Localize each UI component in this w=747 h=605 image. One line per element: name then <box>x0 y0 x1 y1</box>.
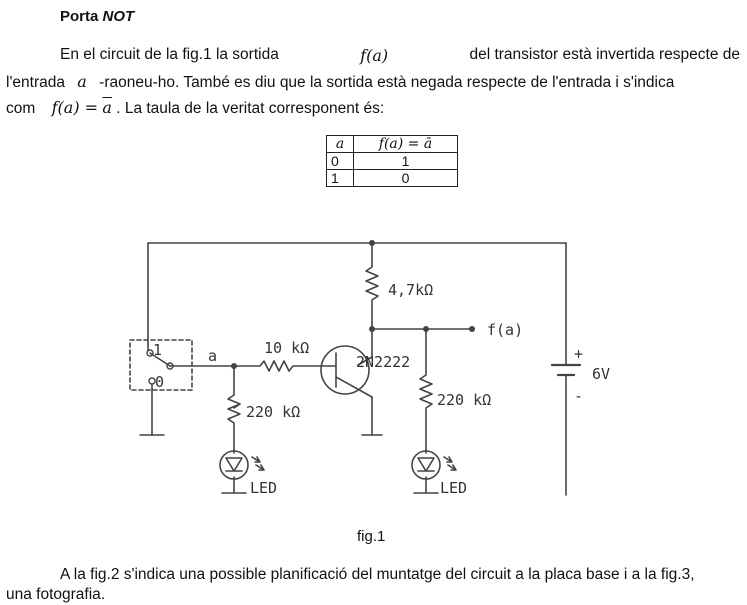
collector-resistor <box>365 242 379 330</box>
base-resistor-10k <box>169 360 337 372</box>
para2-line1: A la fig.2 s'indica una possible planifi… <box>60 566 695 583</box>
truth-header-fa-text: f(a) = ā <box>378 136 433 152</box>
led-right-label: LED <box>440 479 467 497</box>
switch-contact-1 <box>146 349 154 357</box>
switch-position-0-label: 0 <box>155 373 164 391</box>
led-left-emission-icon <box>251 456 265 471</box>
supply-voltage-label: 6V <box>592 365 610 383</box>
not-gate-circuit: 4,7kΩ f(a) 10 kΩ 2N2222 a 1 0 220 kΩ 220… <box>129 240 610 497</box>
switch-contact-0 <box>148 377 156 385</box>
para1-l1-math: f(a) <box>360 46 389 65</box>
led-left-label: LED <box>250 479 277 497</box>
table-row: 0 1 <box>326 152 458 170</box>
table-row: 1 0 <box>326 169 458 187</box>
title-prefix: Porta <box>60 8 103 25</box>
input-label: a <box>208 347 217 365</box>
truth-cell: 1 <box>353 152 458 170</box>
junction-dot <box>369 326 375 332</box>
para1-l2-text-b: -raoneu-ho. També es diu que la sortida … <box>99 74 675 91</box>
output-resistor-label: 220 kΩ <box>437 391 491 409</box>
para1-line1: En el circuit de la fig.1 la sortida f(a… <box>60 46 740 65</box>
truth-cell: 0 <box>326 152 354 170</box>
para1-l1-text-a: En el circuit de la fig.1 la sortida <box>60 46 279 63</box>
para1-l2-text-a: l'entrada <box>6 74 65 91</box>
switch-box <box>129 339 193 391</box>
figure-caption: fig.1 <box>357 528 386 545</box>
para1-line2: l'entrada a -raoneu-ho. També es diu que… <box>6 72 674 92</box>
battery-plus-sign: + <box>574 345 583 363</box>
truth-header-fa: f(a) = ā <box>353 135 458 153</box>
collector-lead <box>357 328 373 366</box>
transistor-2n2222-body <box>320 345 370 395</box>
para1-line3: com f(a) = a . La taula de la veritat co… <box>6 98 384 118</box>
switch-common-contact <box>166 362 174 370</box>
truth-header-a: a <box>326 135 354 153</box>
led-left-body <box>219 450 249 480</box>
para1-l1-text-b: del transistor està invertida respecte d… <box>469 46 740 63</box>
para1-l3-math-lhs: f(a) = <box>51 98 99 117</box>
truth-cell: 1 <box>326 169 354 187</box>
title-emphasis: NOT <box>102 8 135 25</box>
truth-table: a f(a) = ā 0 1 1 0 <box>326 135 458 187</box>
switch-blade <box>149 352 171 367</box>
led-right-diode <box>417 457 435 472</box>
output-terminal-dot <box>469 326 475 332</box>
output-resistor-220k <box>419 328 433 454</box>
section-title: Porta NOT <box>60 8 134 25</box>
battery-minus-sign: - <box>574 387 583 405</box>
input-resistor-label: 220 kΩ <box>246 403 300 421</box>
transistor-label: 2N2222 <box>356 353 410 371</box>
switch-position-1-label: 1 <box>153 341 162 359</box>
para1-l3-text-a: com <box>6 100 36 117</box>
collector-resistor-label: 4,7kΩ <box>388 281 433 299</box>
para1-l2-math: a <box>77 72 87 91</box>
input-resistor-220k <box>227 365 241 454</box>
junction-dot <box>423 326 429 332</box>
base-resistor-label: 10 kΩ <box>264 339 309 357</box>
junction-dot <box>369 240 375 246</box>
truth-table-header: a f(a) = ā <box>326 135 458 153</box>
transistor-emitter-lead <box>335 376 373 398</box>
output-label: f(a) <box>487 321 523 339</box>
led-left-diode <box>225 457 243 472</box>
para1-l3-text-b: . La taula de la veritat corresponent és… <box>116 100 385 117</box>
junction-dot <box>231 363 237 369</box>
para2-line2: una fotografia. <box>6 586 106 603</box>
para1-l3-math-rhs: a <box>102 98 112 117</box>
led-right-body <box>411 450 441 480</box>
truth-cell: 0 <box>353 169 458 187</box>
led-right-emission-icon <box>443 456 457 471</box>
